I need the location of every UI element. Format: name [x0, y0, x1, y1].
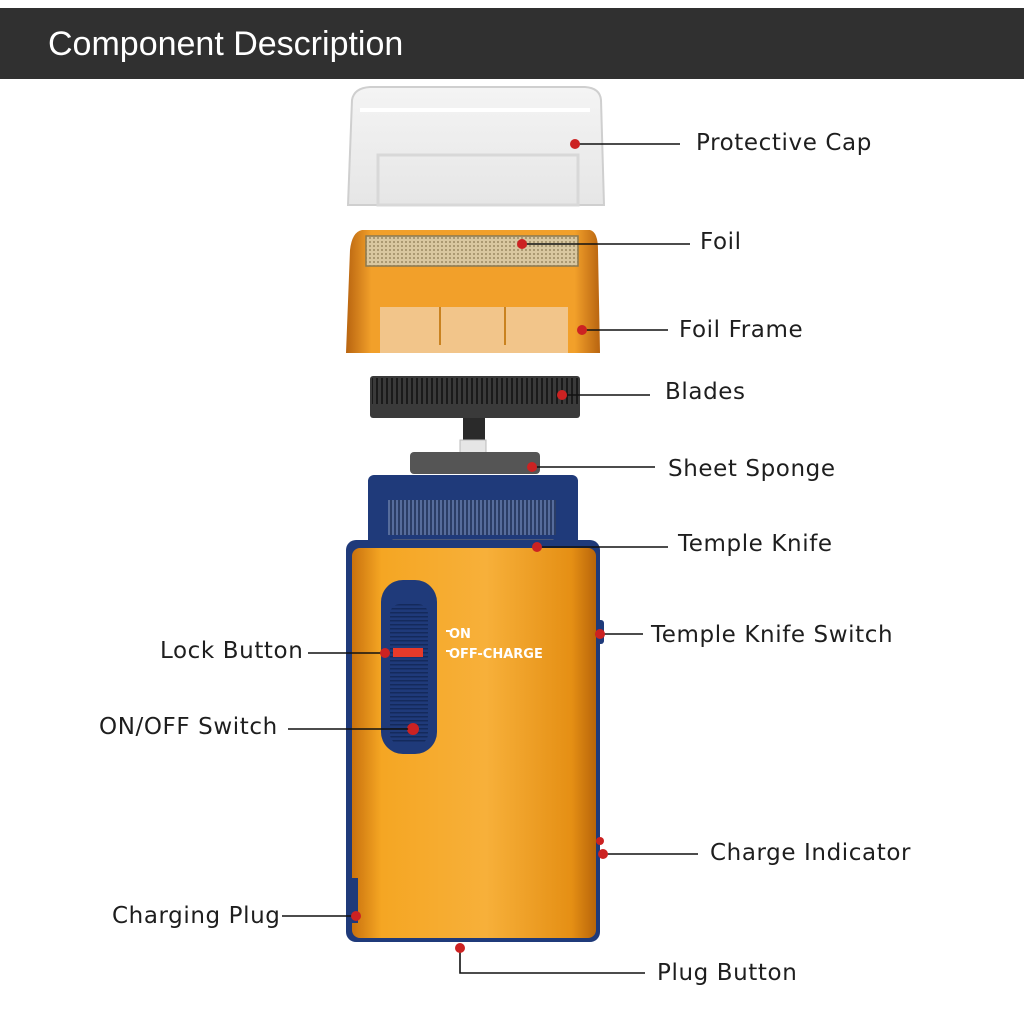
- blades: [370, 376, 580, 459]
- dot-foil-frame: [577, 325, 587, 335]
- label-on-off-switch: ON/OFF Switch: [99, 714, 278, 740]
- dot-blades: [557, 390, 567, 400]
- dot-protective-cap: [570, 139, 580, 149]
- label-temple-knife: Temple Knife: [678, 531, 833, 557]
- label-foil-frame: Foil Frame: [679, 317, 804, 343]
- dot-charge-indicator: [598, 849, 608, 859]
- leader-plug-button: [459, 948, 645, 974]
- dot-charging-plug: [351, 911, 361, 921]
- label-lock-button: Lock Button: [160, 638, 304, 664]
- label-blades: Blades: [665, 379, 746, 405]
- dot-foil: [517, 239, 527, 249]
- label-foil: Foil: [700, 229, 742, 255]
- label-charge-indicator: Charge Indicator: [710, 840, 912, 866]
- foil: [365, 235, 579, 267]
- charge-indicator: [596, 837, 604, 845]
- protective-cap: [346, 86, 606, 207]
- dot-plug-button: [455, 943, 465, 953]
- dot-lock-button: [380, 648, 390, 658]
- sheet-sponge: [410, 452, 540, 474]
- lock-button[interactable]: [393, 648, 423, 657]
- print-on: ON: [449, 627, 471, 642]
- label-temple-knife-switch: Temple Knife Switch: [651, 622, 894, 648]
- dot-temple-knife-switch: [595, 629, 605, 639]
- switch-panel: [381, 580, 437, 754]
- label-charging-plug: Charging Plug: [112, 903, 281, 929]
- dot-on-off-switch: [408, 724, 418, 734]
- page-title: Component Description: [48, 25, 404, 63]
- label-plug-button: Plug Button: [657, 960, 798, 986]
- dot-sheet-sponge: [527, 462, 537, 472]
- dot-temple-knife: [532, 542, 542, 552]
- label-protective-cap: Protective Cap: [696, 130, 872, 156]
- label-sheet-sponge: Sheet Sponge: [668, 456, 836, 482]
- header-bar: Component Description: [0, 8, 1024, 79]
- print-off-charge: OFF-CHARGE: [449, 647, 543, 662]
